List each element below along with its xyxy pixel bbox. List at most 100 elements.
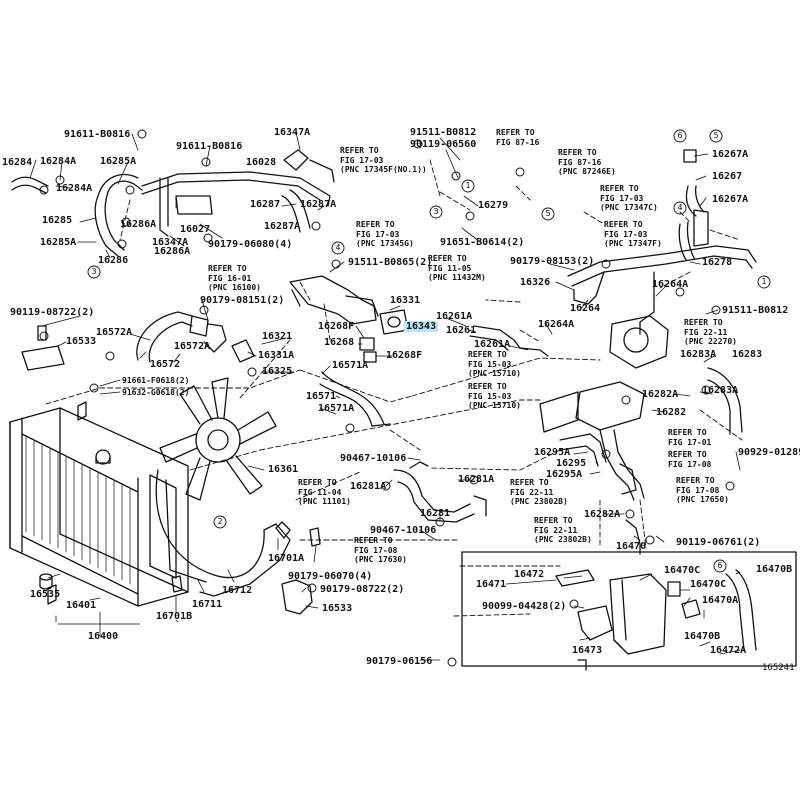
dashed-lines xyxy=(45,159,743,617)
part-label: 90099-04428(2) xyxy=(482,601,567,612)
reference-note: REFER TO FIG 17-03 (PNC 17345G) xyxy=(356,220,414,249)
part-label: 16533 xyxy=(322,603,353,614)
part-label: 91511-B0812 xyxy=(410,127,477,138)
part-label: 16472 xyxy=(514,569,545,580)
part-label: 90179-06156 xyxy=(366,656,433,667)
part-label: 90467-10106 xyxy=(370,525,437,536)
reference-note: REFER TO FIG 17-03 (PNC 17347F) xyxy=(604,220,662,249)
part-label: 16470C xyxy=(664,565,701,576)
part-label: 16295 xyxy=(556,458,587,469)
part-label: 16326 xyxy=(520,277,551,288)
part-label: 16284A xyxy=(40,156,77,167)
fastener-symbols xyxy=(39,129,735,667)
part-label: 90179-08722(2) xyxy=(320,584,405,595)
part-label: 90119-08722(2) xyxy=(10,307,95,318)
part-label: 16268F xyxy=(318,321,355,332)
part-label: 16470B xyxy=(684,631,721,642)
reference-note: REFER TO FIG 11-05 (PNC 11432M) xyxy=(428,254,486,283)
callout-number: 3 xyxy=(433,207,439,216)
part-label: 16701A xyxy=(268,553,305,564)
part-label: 16278 xyxy=(702,257,733,268)
part-label: 91661-F0618(2) xyxy=(122,376,190,385)
reference-note: REFER TO FIG 17-08 xyxy=(668,450,712,469)
part-label: 16331 xyxy=(390,295,421,306)
part-label: 16282A xyxy=(584,509,621,520)
part-label: 16267A xyxy=(712,149,749,160)
part-label: 16261A xyxy=(474,339,511,350)
part-label: 16285A xyxy=(40,237,77,248)
callout-number: 4 xyxy=(677,203,683,212)
callout-number: 6 xyxy=(677,131,683,140)
part-label: 90179-06070(4) xyxy=(288,571,373,582)
part-label: 16283A xyxy=(702,385,739,396)
part-label: 16287 xyxy=(250,199,281,210)
part-label: 16295A xyxy=(534,447,571,458)
part-label: 16571A xyxy=(332,360,369,371)
part-label: 16283A xyxy=(680,349,717,360)
part-label: 16471 xyxy=(476,579,507,590)
part-label: 16472A xyxy=(710,645,747,656)
part-label: 16470B xyxy=(756,564,793,575)
callout-number: 6 xyxy=(717,561,723,570)
callout-number: 1 xyxy=(761,277,767,286)
part-label: 16571A xyxy=(318,403,355,414)
reference-note: REFER TO FIG 17-08 (PNC 17630) xyxy=(354,536,407,565)
part-label: 16533 xyxy=(66,336,97,347)
hoses-drawing xyxy=(11,149,797,671)
part-label: 16282 xyxy=(656,407,687,418)
part-label: 16286A xyxy=(154,246,191,257)
part-label: 91651-B0614(2) xyxy=(440,237,525,248)
part-label: 16470A xyxy=(702,595,739,606)
part-label: 16281A xyxy=(458,474,495,485)
part-label: 91511-B0812 xyxy=(722,305,789,316)
part-label: 16343 xyxy=(404,321,439,332)
part-label: 16401 xyxy=(66,600,97,611)
part-label: 16295A xyxy=(546,469,583,480)
part-label: 16284 xyxy=(2,157,33,168)
part-label: 16286 xyxy=(98,255,129,266)
callout-number: 2 xyxy=(217,517,223,526)
callout-number: 5 xyxy=(713,131,719,140)
part-label: 16572A xyxy=(174,341,211,352)
part-label: 16264 xyxy=(570,303,601,314)
part-label: 16264A xyxy=(652,279,689,290)
part-label: 16285A xyxy=(100,156,137,167)
part-label: 16325 xyxy=(262,366,293,377)
part-label: 91611-B0816 xyxy=(64,129,131,140)
part-label: 16571 xyxy=(306,391,337,402)
part-label: 16268 xyxy=(324,337,355,348)
part-label: 16284A xyxy=(56,183,93,194)
part-label: 16287A xyxy=(300,199,337,210)
radiator-drawing xyxy=(9,401,189,607)
part-label: 16267A xyxy=(712,194,749,205)
part-label: 16711 xyxy=(192,599,223,610)
part-label: 90179-08151(2) xyxy=(200,295,285,306)
part-label: 16535 xyxy=(30,589,61,600)
callout-number: 3 xyxy=(91,267,97,276)
figure-id: 165241 xyxy=(762,663,795,673)
part-label: 16268F xyxy=(386,350,423,361)
reference-note: REFER TO FIG 15-03 (PNC 15710) xyxy=(468,382,521,411)
part-label: 16028 xyxy=(246,157,277,168)
part-label: 91632-G0618(2) xyxy=(122,388,190,397)
reference-note: REFER TO FIG 22-11 (PNC 23802B) xyxy=(534,516,592,545)
part-label: 16470 xyxy=(616,541,647,552)
reference-note: REFER TO FIG 87-16 (PNC 87246E) xyxy=(558,148,616,177)
part-label: 16400 xyxy=(88,631,119,642)
part-label: 16361 xyxy=(268,464,299,475)
callout-number: 5 xyxy=(545,209,551,218)
part-label: 16572 xyxy=(150,359,181,370)
fan-drawing xyxy=(155,377,291,597)
part-label: 16281 xyxy=(420,508,451,519)
part-label: 90179-06080(4) xyxy=(208,239,293,250)
callout-number: 1 xyxy=(465,181,471,190)
part-label: 16264A xyxy=(538,319,575,330)
callout-circles xyxy=(87,129,771,573)
part-label: 16285 xyxy=(42,215,73,226)
part-label: 16283 xyxy=(732,349,763,360)
callout-number: 4 xyxy=(335,243,341,252)
part-label: 91511-B0865(2) xyxy=(348,257,433,268)
reference-note: REFER TO FIG 87-16 xyxy=(496,128,540,147)
reference-note: REFER TO FIG 15-03 (PNC 15710) xyxy=(468,350,521,379)
